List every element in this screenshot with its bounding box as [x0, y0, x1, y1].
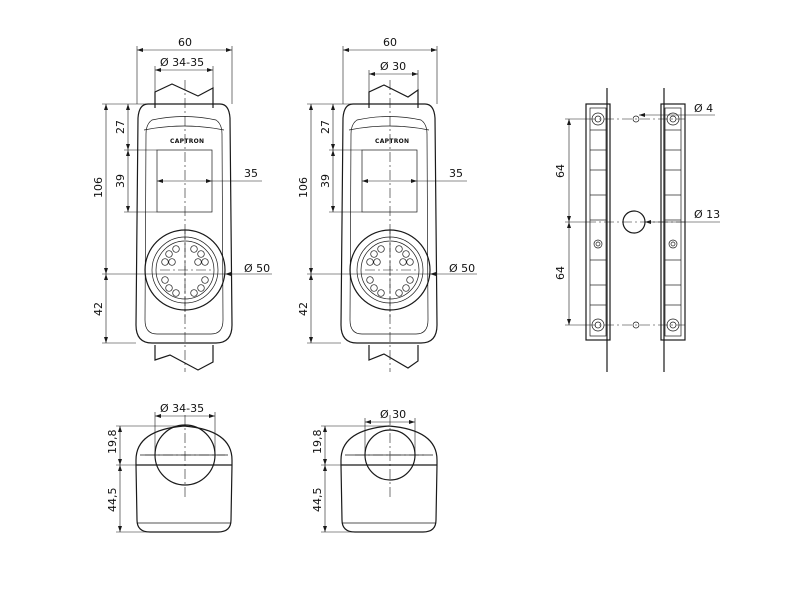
dim-lower-height-b: 44,5	[311, 488, 324, 513]
dim-height-top-a: 27	[114, 120, 127, 134]
dim-tube-dia-b: Ø 30	[380, 60, 406, 73]
dim-tube-dia-a: Ø 34-35	[160, 56, 204, 69]
front-view-b: CAPTRON	[340, 80, 438, 372]
dim-height-total-a: 106	[92, 177, 105, 198]
dim-hole-small: Ø 4	[694, 102, 713, 115]
side-view-dimensions: 64 64 Ø 4 Ø 13	[554, 102, 720, 326]
dim-window-width-a: 35	[244, 167, 258, 180]
dim-pitch-bottom: 64	[554, 266, 567, 280]
dim-upper-height-a: 19,8	[106, 430, 119, 455]
dim-bottom-a: 42	[92, 302, 105, 316]
dim-knob-dia-a: Ø 50	[244, 262, 270, 275]
top-view-a	[135, 415, 233, 533]
dim-top-tube-dia-b: Ø 30	[380, 408, 406, 421]
dim-pitch-top: 64	[554, 164, 567, 178]
dim-top-tube-dia-a: Ø 34-35	[160, 402, 204, 415]
dim-knob-dia-b: Ø 50	[449, 262, 475, 275]
dim-window-width-b: 35	[449, 167, 463, 180]
front-view-a: CAPTRON	[135, 80, 233, 372]
dim-height-total-b: 106	[297, 177, 310, 198]
front-view-a-dimensions: 60 Ø 34-35 106 27 39 42 35	[92, 36, 272, 344]
dim-width-a: 60	[178, 36, 192, 49]
logo-text-a: CAPTRON	[170, 138, 204, 145]
front-view-b-dimensions: 60 Ø 30 106 27 39 42 35 Ø 50	[297, 36, 477, 344]
dim-height-window-b: 39	[319, 174, 332, 188]
logo-text-b: CAPTRON	[375, 138, 409, 145]
dim-height-top-b: 27	[319, 120, 332, 134]
side-view	[585, 88, 686, 372]
dim-bottom-b: 42	[297, 302, 310, 316]
top-view-b-dimensions: Ø 30 19,8 44,5	[311, 408, 416, 533]
dim-lower-height-a: 44,5	[106, 488, 119, 513]
dim-hole-large: Ø 13	[694, 208, 720, 221]
dim-width-b: 60	[383, 36, 397, 49]
dim-height-window-a: 39	[114, 174, 127, 188]
top-view-b	[340, 415, 438, 533]
top-view-a-dimensions: Ø 34-35 19,8 44,5	[106, 402, 216, 533]
dim-upper-height-b: 19,8	[311, 430, 324, 455]
